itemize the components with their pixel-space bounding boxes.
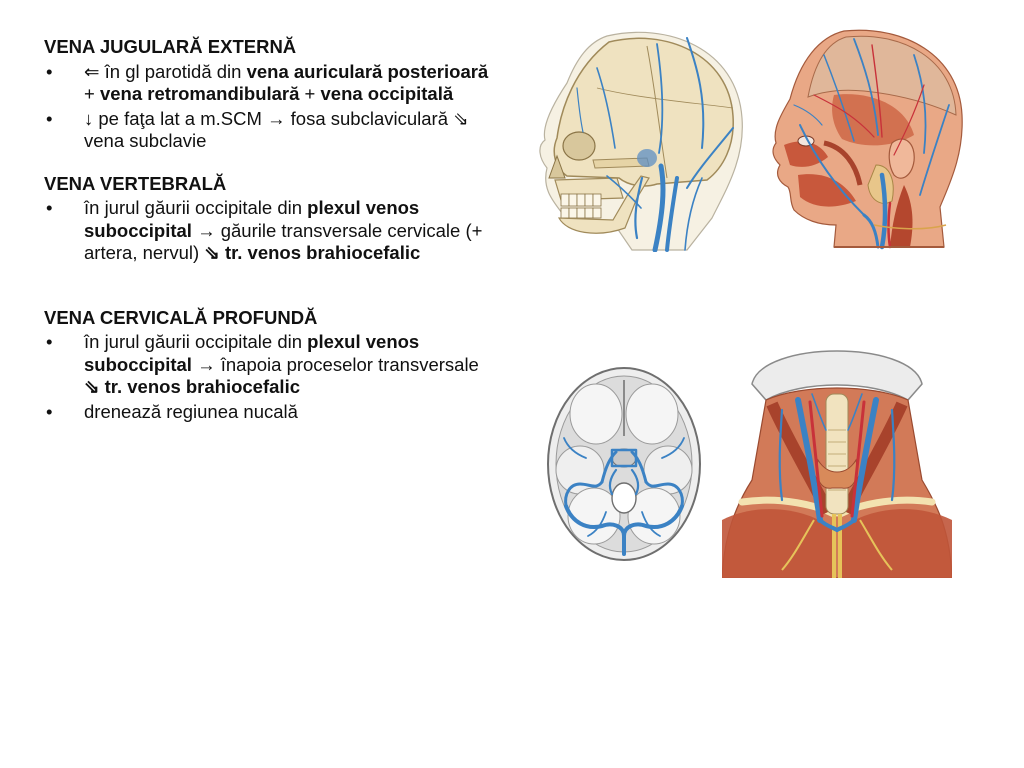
text-run-bold: ⇘ tr. venos brahiocefalic xyxy=(84,376,300,397)
bullet-list: • în jurul găurii occipitale din plexul … xyxy=(44,197,494,265)
bullet-marker: • xyxy=(46,400,53,422)
text-run: + xyxy=(299,83,321,104)
text-run: ↓ pe faţa lat a m.SCM → fosa subclavicul… xyxy=(84,107,469,152)
section-title: VENA CERVICALĂ PROFUNDĂ xyxy=(44,306,318,328)
bullet-marker: • xyxy=(46,60,53,82)
text-run: → găurile transversale cervicale (+ arte… xyxy=(84,219,483,264)
section-title: VENA VERTEBRALĂ xyxy=(44,172,227,194)
slide-text: VENA JUGULARĂ EXTERNĂ • ⇐ în gl parotidă… xyxy=(44,36,494,425)
text-run-bold: vena retromandibulară xyxy=(99,83,300,104)
neck-anterior-dissection-illustration xyxy=(722,330,952,578)
text-run-bold: vena occipitală xyxy=(320,83,454,104)
bullet-list: • în jurul găurii occipitale din plexul … xyxy=(44,331,494,423)
text-run-bold: plexul venos suboccipital xyxy=(84,197,420,241)
bullet-item: • ↓ pe faţa lat a m.SCM → fosa subclavic… xyxy=(44,108,494,153)
bullet-item: • drenează regiunea nucală xyxy=(44,401,494,424)
section-vertebral-vein: VENA VERTEBRALĂ • în jurul găurii occipi… xyxy=(44,173,494,265)
skull-lateral-veins-illustration xyxy=(537,28,749,252)
text-run-bold: plexul venos suboccipital xyxy=(84,331,420,375)
bullet-item: • în jurul găurii occipitale din plexul … xyxy=(44,197,494,265)
bullet-item: • ⇐ în gl parotidă din vena auriculară p… xyxy=(44,61,494,106)
bullet-item: • în jurul găurii occipitale din plexul … xyxy=(44,331,494,399)
text-run: → înapoia proceselor transversale xyxy=(191,353,479,375)
text-run: drenează regiunea nucală xyxy=(84,400,298,422)
text-run: + xyxy=(84,83,100,104)
section-deep-cervical-vein: VENA CERVICALĂ PROFUNDĂ • în jurul găuri… xyxy=(44,307,494,424)
text-run: în jurul găurii occipitale din xyxy=(84,331,308,352)
text-run-bold: ⇘ tr. venos brahiocefalic xyxy=(204,242,421,263)
text-run: ⇐ în gl parotidă din xyxy=(84,60,247,82)
section-external-jugular: VENA JUGULARĂ EXTERNĂ • ⇐ în gl parotidă… xyxy=(44,36,494,153)
bullet-list: • ⇐ în gl parotidă din vena auriculară p… xyxy=(44,61,494,153)
bullet-marker: • xyxy=(46,331,53,352)
head-superficial-veins-illustration xyxy=(764,25,964,251)
cranial-base-sinuses-illustration xyxy=(546,366,702,562)
bullet-marker: • xyxy=(46,197,53,218)
text-run: în jurul găurii occipitale din xyxy=(84,197,308,218)
section-title: VENA JUGULARĂ EXTERNĂ xyxy=(44,36,297,57)
text-run-bold: vena auriculară posterioară xyxy=(246,60,489,82)
bullet-marker: • xyxy=(46,107,53,129)
